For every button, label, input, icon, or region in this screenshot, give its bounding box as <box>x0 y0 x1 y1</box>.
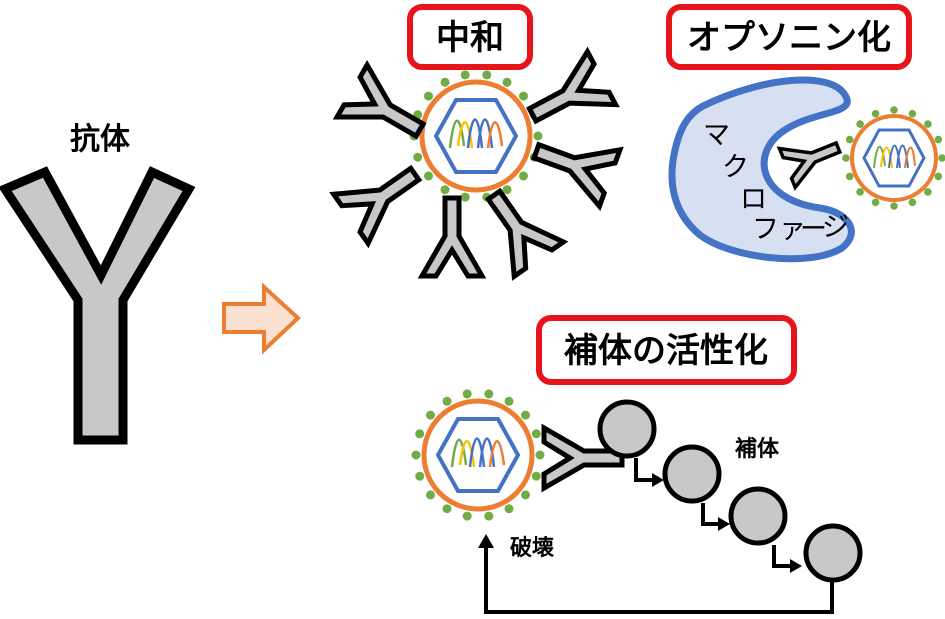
neutralization-virus <box>409 70 543 202</box>
virus-spike <box>440 185 450 195</box>
virus-spike <box>411 450 421 460</box>
virus-spike <box>415 471 425 481</box>
macrophage-label-char: ロ <box>740 184 767 215</box>
virus-spike <box>440 77 450 87</box>
cascade-arrow <box>701 503 730 531</box>
virus-spike <box>845 135 854 144</box>
virus-spike <box>519 91 528 101</box>
complement-protein <box>803 523 863 583</box>
virus-spike <box>535 450 545 460</box>
virus-spike <box>504 504 514 514</box>
virus-spike <box>462 511 472 521</box>
virus-spike <box>934 135 943 144</box>
virus-spike <box>415 429 425 439</box>
cascade-arrow <box>772 545 802 573</box>
virus-spike <box>502 77 512 87</box>
virus-spike <box>924 188 932 196</box>
virus-spike <box>533 131 543 141</box>
antibody <box>469 178 563 276</box>
antibody <box>334 149 432 243</box>
complement-title-box: 補体の活性化 <box>536 315 797 385</box>
virus-spike <box>460 192 470 202</box>
macrophage-label-char: マ <box>703 120 730 151</box>
virus-spike <box>504 396 514 406</box>
virus-spike <box>531 471 541 481</box>
virus-spike <box>521 410 530 420</box>
antibody <box>519 52 616 142</box>
complement-cascade <box>597 399 863 583</box>
complement-title: 補体の活性化 <box>564 331 768 371</box>
virus-spike <box>842 154 850 162</box>
virus-spike <box>871 198 880 207</box>
macrophage-label-char: ジ <box>822 212 849 243</box>
virus-spike <box>934 172 943 181</box>
virus-spike <box>938 154 945 162</box>
virus-spike <box>484 511 494 521</box>
virus-spike <box>426 410 435 420</box>
neutralization-title-box: 中和 <box>407 4 533 70</box>
virus-spike <box>908 109 917 118</box>
virus-spike <box>924 120 932 128</box>
antibody <box>777 126 848 190</box>
virus-spike <box>531 429 541 439</box>
destruction-label: 破壊 <box>510 535 555 561</box>
virus-spike <box>413 152 423 162</box>
complement-label: 補体 <box>734 436 780 462</box>
opsonization-title: オプソニン化 <box>687 18 891 58</box>
macrophage-label-char: ファ <box>752 214 806 245</box>
transition-arrow <box>222 282 301 355</box>
destruction-arrow <box>478 534 834 614</box>
antibody-large <box>0 166 196 445</box>
virus-spikes <box>842 106 945 210</box>
virus-spike <box>521 490 530 500</box>
macrophage-label-char: ク <box>722 152 749 183</box>
virus-spike <box>890 202 898 210</box>
virus-spike <box>890 106 898 114</box>
virus-spike <box>908 198 917 207</box>
opsonization-title-box: オプソニン化 <box>666 4 912 70</box>
macrophage-label: マ ク ロ ファ ー ジ <box>703 120 849 245</box>
virus-spike <box>460 70 470 80</box>
virus-spike <box>442 396 452 406</box>
antibody <box>422 198 482 276</box>
macrophage-label-char: ー <box>800 214 827 245</box>
virus-spike <box>482 70 492 80</box>
complement-virus <box>411 389 545 521</box>
complement-protein <box>728 486 788 546</box>
neutralization-title: 中和 <box>436 18 504 58</box>
virus-spike <box>462 389 472 399</box>
cascade-arrow <box>634 458 664 487</box>
virus-spike <box>424 91 433 101</box>
virus-spike <box>502 185 512 195</box>
complement-protein <box>597 399 657 459</box>
virus-spike <box>856 188 864 196</box>
virus-spike <box>871 109 880 118</box>
virus-spike <box>426 490 435 500</box>
opsonization-virus <box>842 106 945 210</box>
virus-spike <box>484 389 494 399</box>
virus-spike <box>856 120 864 128</box>
complement-protein <box>662 444 722 504</box>
virus-spike <box>519 171 528 181</box>
virus-spike <box>424 171 433 181</box>
antibody-label: 抗体 <box>70 122 131 157</box>
virus-spikes <box>411 389 545 521</box>
macrophage <box>668 76 855 263</box>
virus-spike <box>442 504 452 514</box>
virus-spike <box>845 172 854 181</box>
